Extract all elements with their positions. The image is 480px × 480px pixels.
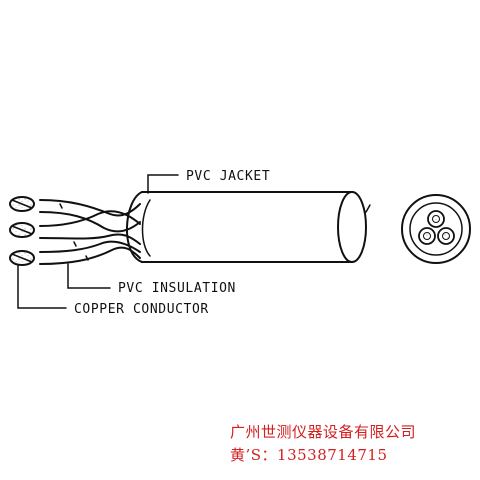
- conductor-label: COPPER CONDUCTOR: [74, 302, 209, 317]
- copper-conductor-ends: [9, 196, 35, 266]
- cable-jacket: [126, 191, 371, 263]
- insulated-wires: [39, 199, 141, 265]
- jacket-leader-line: [147, 174, 179, 194]
- jacket-label: PVC JACKET: [186, 169, 270, 184]
- insulation-label: PVC INSULATION: [118, 281, 236, 296]
- watermark-company: 广州世测仪器设备有限公司: [230, 423, 417, 441]
- watermark-contact: 黄’S：13538714715: [230, 446, 388, 464]
- conductor-leader-line: [17, 264, 67, 309]
- cable-cross-section: [401, 194, 471, 264]
- insulation-leader-line: [67, 263, 111, 289]
